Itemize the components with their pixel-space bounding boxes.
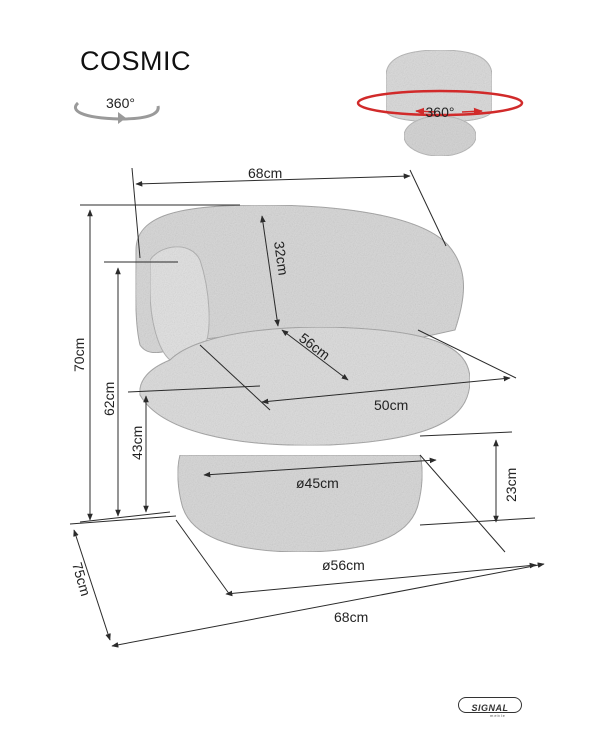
dim-total-height: 70cm (71, 338, 87, 372)
rotate-360-icon: 360° (74, 95, 160, 124)
chair-back-thumbnail: 360° (356, 49, 524, 157)
dimension-labels: 68cm 32cm 56cm 50cm 70cm 62cm 43cm ø45cm… (69, 165, 519, 625)
dim-base-height: 23cm (503, 468, 519, 502)
dim-total-width: 68cm (334, 609, 368, 625)
product-title: COSMIC (80, 46, 191, 76)
brand-logo-sub: meble (490, 713, 506, 718)
chair-illustration (135, 204, 471, 553)
dim-seat-height: 43cm (129, 426, 145, 460)
dimension-lines (69, 167, 545, 648)
dim-base-bottom-diameter: ø56cm (322, 557, 365, 573)
brand-logo-name: SIGNAL (471, 703, 509, 713)
brand-logo: SIGNAL (458, 697, 522, 713)
dim-base-top-diameter: ø45cm (296, 475, 339, 491)
dim-seat-width: 50cm (374, 397, 408, 413)
dim-arm-height: 62cm (101, 382, 117, 416)
dim-back-height: 32cm (271, 240, 292, 276)
rotation-360-badge: 360° (426, 104, 455, 120)
dim-total-depth: 75cm (69, 560, 94, 597)
dim-back-width: 68cm (248, 165, 282, 181)
rotate-360-label: 360° (106, 95, 135, 111)
